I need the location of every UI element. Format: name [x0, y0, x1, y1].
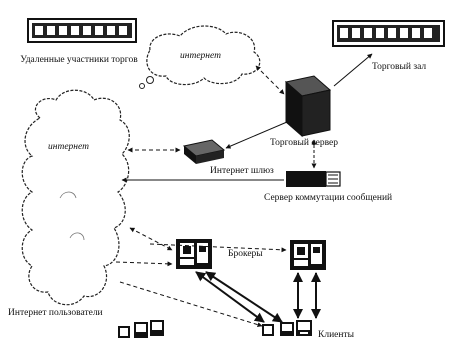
label-internet-top: интернет: [180, 51, 221, 61]
internet-user-workstations: [118, 320, 164, 338]
connection-lines: [115, 53, 373, 328]
label-internet-left: интернет: [48, 142, 89, 152]
label-internet-users: Интернет пользователи: [8, 308, 103, 318]
label-remote-participants: Удаленные участники торгов: [20, 55, 138, 65]
label-clients: Клиенты: [318, 330, 354, 340]
internet-cloud-top: [146, 25, 261, 86]
label-message-server: Сервер коммутации сообщений: [264, 193, 393, 203]
broker-workstation-1: [176, 239, 212, 269]
label-internet-gateway: Интернет шлюз: [210, 166, 274, 176]
trading-floor-terminal: [332, 20, 445, 47]
label-brokers: Брокеры: [228, 249, 263, 259]
trading-server: [284, 75, 332, 138]
message-server-device: [286, 171, 341, 187]
label-trading-server: Торговый сервер: [270, 138, 339, 148]
client-workstations: [262, 320, 312, 336]
remote-participants-terminal: [27, 18, 137, 43]
broker-workstation-2: [290, 240, 326, 270]
internet-gateway-device: [182, 139, 226, 164]
label-trading-floor: Торговый зал: [372, 62, 427, 72]
